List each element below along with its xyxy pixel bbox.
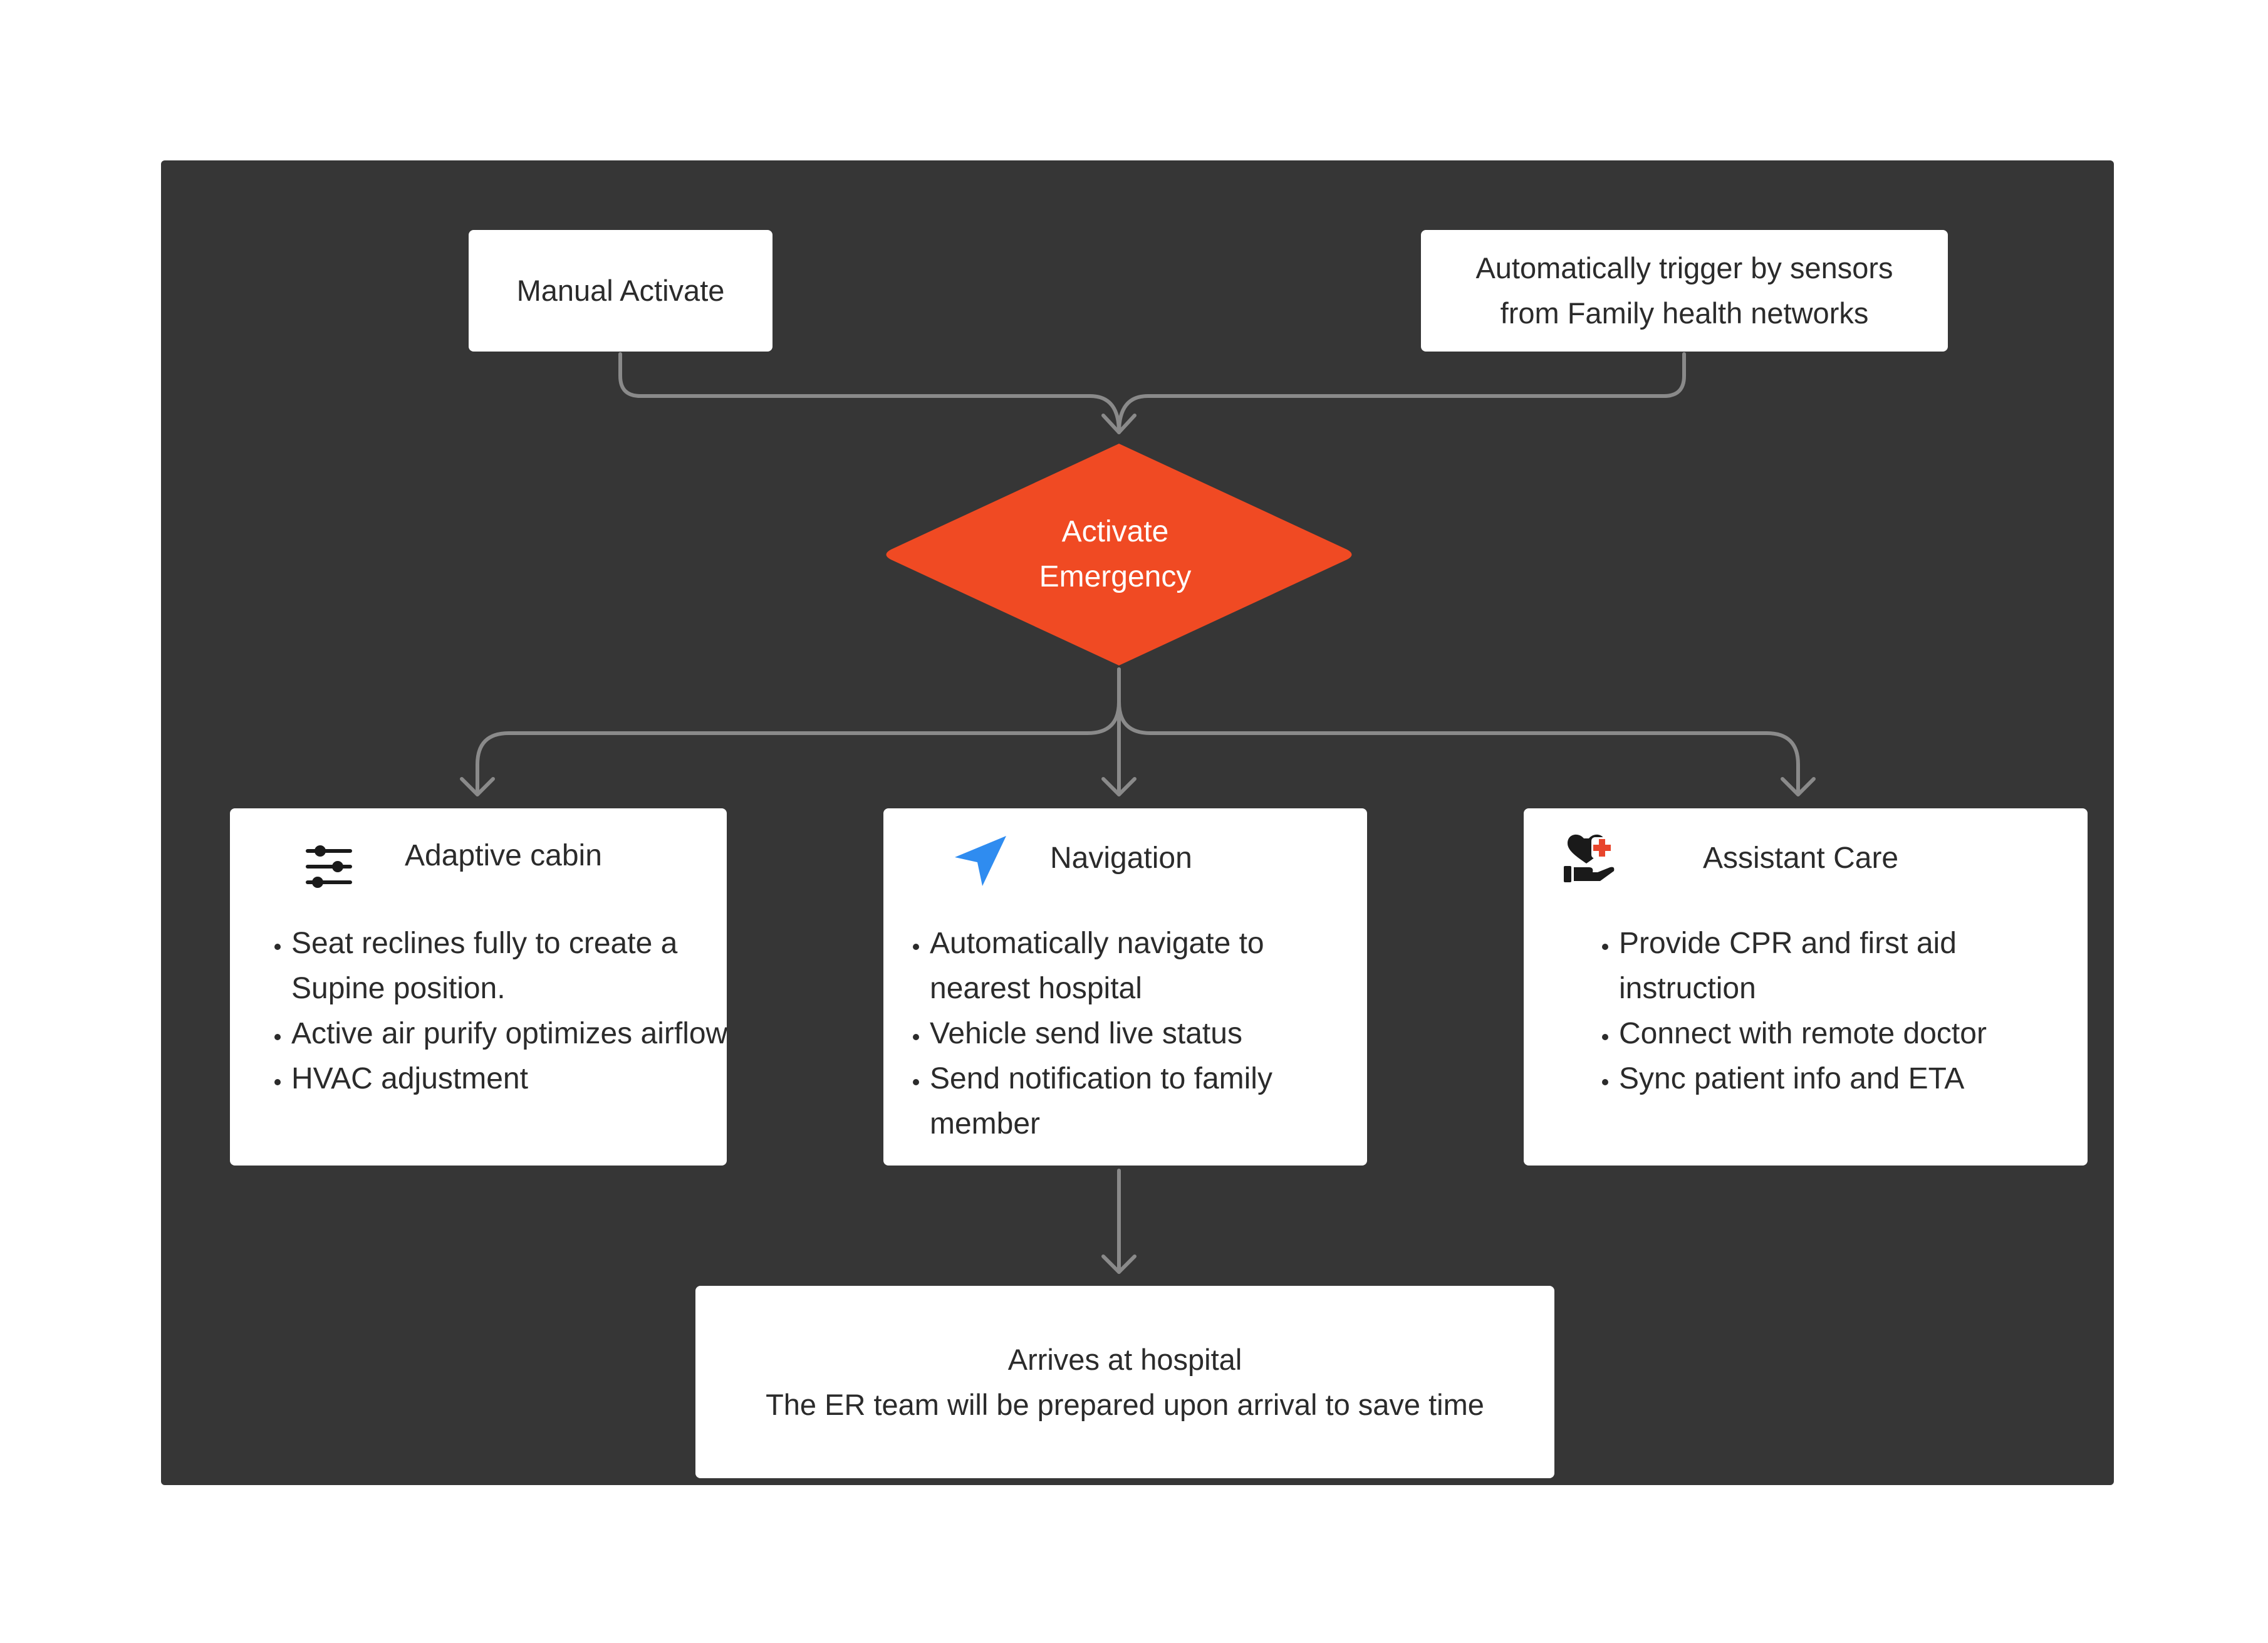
connector-decision-to-care — [1117, 700, 1800, 796]
navigation-list: Automatically navigate to nearest hospit… — [897, 921, 1368, 1147]
adaptive-cabin-card: Adaptive cabin Seat reclines fully to cr… — [230, 808, 727, 1166]
decision-line2: Emergency — [1039, 560, 1192, 593]
arrowhead-decision — [1101, 414, 1137, 434]
decision-diamond — [886, 444, 1352, 665]
list-item: Automatically navigate to nearest hospit… — [930, 921, 1368, 1011]
list-item: Seat reclines fully to create a Supine p… — [291, 921, 730, 1011]
list-item: Connect with remote doctor — [1619, 1011, 2095, 1056]
activate-emergency-label: Activate Emergency — [890, 508, 1341, 602]
navigation-title: Navigation — [1050, 842, 1192, 875]
auto-trigger-node: Automatically trigger by sensors from Fa… — [1421, 230, 1948, 352]
list-item: Active air purify optimizes airflow — [291, 1011, 730, 1056]
connector-auto-to-decision — [1117, 352, 1686, 434]
arrowhead-arrival — [1101, 1254, 1137, 1274]
connector-decision-to-cabin — [476, 667, 1121, 796]
navigation-card: Navigation Automatically navigate to nea… — [883, 808, 1367, 1166]
auto-trigger-line2: from Family health networks — [1500, 296, 1869, 330]
assistant-care-card: Assistant Care Provide CPR and first aid… — [1524, 808, 2088, 1166]
adaptive-cabin-title: Adaptive cabin — [405, 839, 602, 872]
manual-activate-node: Manual Activate — [469, 230, 772, 352]
arrowhead-care — [1781, 777, 1816, 796]
arrival-line1: Arrives at hospital — [1007, 1342, 1242, 1376]
assistant-care-list: Provide CPR and first aid instruction Co… — [1586, 921, 2095, 1102]
decision-line1: Activate — [1061, 515, 1169, 548]
list-item: Send notification to family member — [930, 1056, 1368, 1147]
heart-hand-icon — [1564, 834, 1615, 882]
list-item: Vehicle send live status — [930, 1011, 1368, 1056]
navigation-arrow-icon — [955, 836, 1006, 886]
list-item: HVAC adjustment — [291, 1056, 730, 1102]
arrival-line2: The ER team will be prepared upon arriva… — [766, 1387, 1484, 1421]
manual-activate-label: Manual Activate — [516, 274, 725, 307]
sliders-icon — [306, 845, 352, 888]
adaptive-cabin-list: Seat reclines fully to create a Supine p… — [259, 921, 730, 1102]
arrowhead-navigation — [1101, 777, 1137, 796]
connector-manual-to-decision — [618, 352, 1121, 434]
arrival-node: Arrives at hospital The ER team will be … — [695, 1286, 1554, 1478]
auto-trigger-line1: Automatically trigger by sensors — [1475, 251, 1893, 284]
arrowhead-cabin — [460, 777, 495, 796]
assistant-care-title: Assistant Care — [1703, 842, 1899, 875]
list-item: Sync patient info and ETA — [1619, 1056, 2095, 1102]
list-item: Provide CPR and first aid instruction — [1619, 921, 1970, 1011]
